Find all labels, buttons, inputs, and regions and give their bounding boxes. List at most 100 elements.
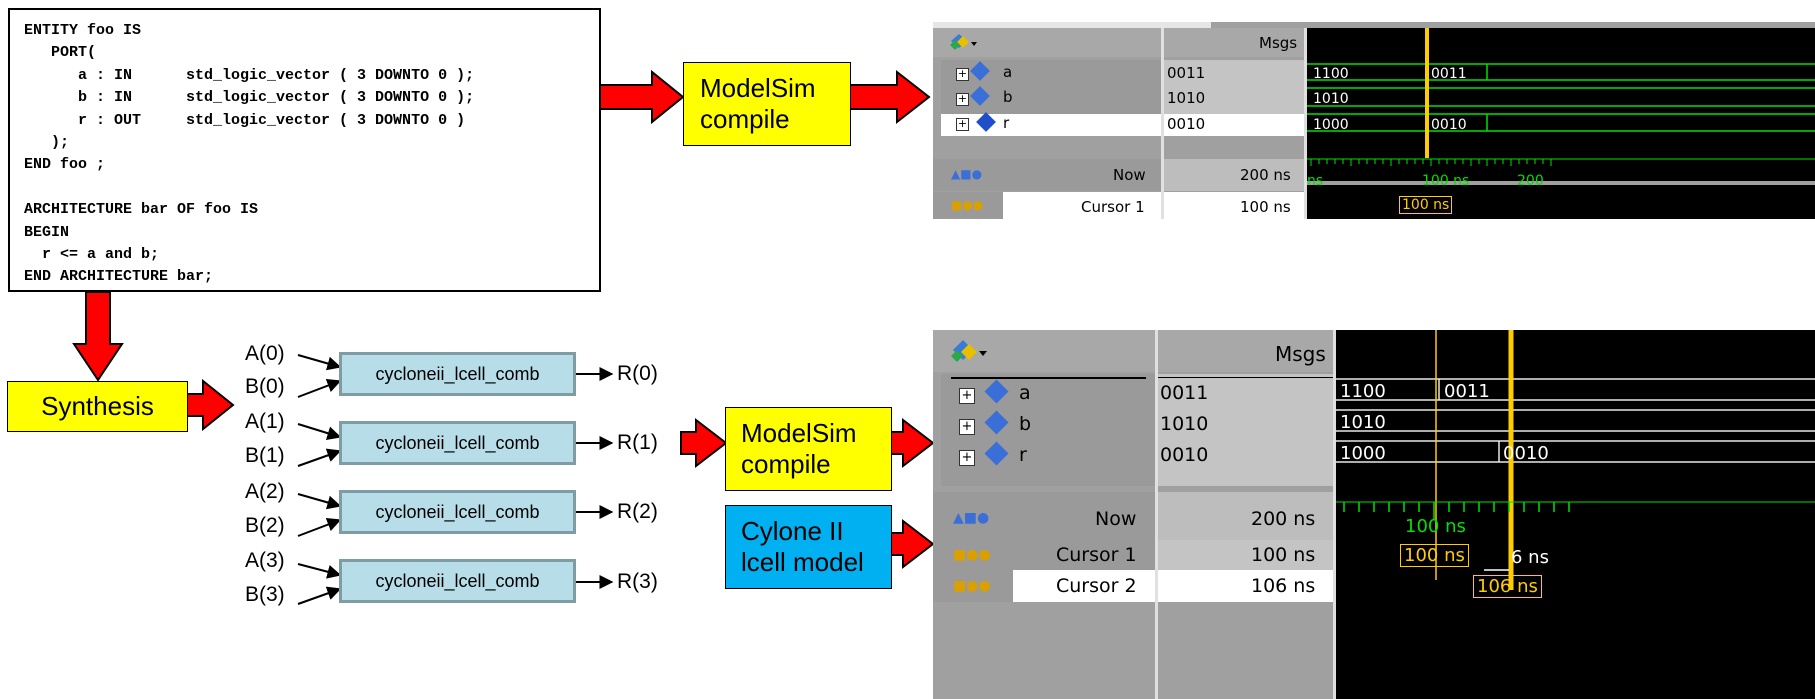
lock-icon[interactable]: ■●● — [953, 547, 991, 563]
time-tick: 200 — [1517, 173, 1544, 189]
code-line: a : IN std_logic_vector ( 3 DOWNTO 0 ); — [24, 66, 475, 84]
synthesis-box: Synthesis — [7, 381, 188, 432]
signal-arrows — [297, 354, 614, 605]
lcell-comb-2: cycloneii_lcell_comb — [339, 490, 576, 534]
cursor1-label: Cursor 1 — [1081, 198, 1145, 216]
code-line: END ARCHITECTURE bar; — [24, 268, 214, 286]
cursor1-label: Cursor 1 — [1056, 544, 1137, 566]
signal-name-r[interactable]: r — [1019, 444, 1027, 466]
arrow-code-to-modelsim — [599, 69, 685, 125]
signal-name-r[interactable]: r — [1003, 114, 1010, 132]
lcell-comb-3: cycloneii_lcell_comb — [339, 559, 576, 603]
box-label: compile — [700, 104, 790, 134]
modelsim-compile-box-bottom: ModelSim compile — [725, 407, 892, 491]
wave-value: 1100 — [1340, 381, 1386, 402]
cell-label: cycloneii_lcell_comb — [375, 432, 540, 453]
wave-window-top: Msgs + a 0011 + b 1010 + r 0010 1100 001… — [933, 22, 1815, 219]
code-line: b : IN std_logic_vector ( 3 DOWNTO 0 ); — [24, 89, 475, 107]
input-b0: B(0) — [245, 375, 285, 398]
code-line: ENTITY foo IS — [24, 22, 142, 39]
box-label: Synthesis — [41, 391, 154, 421]
lcell-comb-1: cycloneii_lcell_comb — [339, 421, 576, 465]
lock-icon[interactable]: ■●● — [951, 198, 984, 212]
expand-icon[interactable]: + — [959, 419, 975, 435]
cursor-delta: 6 ns — [1511, 547, 1549, 568]
signal-value-b: 1010 — [1160, 413, 1209, 435]
wave-area-bottom — [1336, 330, 1815, 699]
expand-icon[interactable]: + — [956, 67, 969, 81]
wave-traces-bottom — [1336, 330, 1815, 590]
box-label: compile — [741, 449, 831, 479]
wave-area-top — [1307, 28, 1815, 181]
box-label: Cylone II — [741, 516, 844, 546]
lock-icon[interactable]: ■●● — [953, 578, 991, 594]
code-line: r <= a and b; — [24, 246, 160, 264]
signal-value-b: 1010 — [1167, 89, 1206, 107]
code-line: END foo ; — [24, 156, 106, 174]
cursor-flag[interactable]: 100 ns — [1399, 196, 1453, 214]
expand-icon[interactable]: + — [956, 92, 969, 106]
wave-value: 1010 — [1340, 412, 1386, 433]
arrow-modelsim-to-wave — [849, 69, 931, 125]
cell-label: cycloneii_lcell_comb — [375, 363, 540, 384]
time-tick: 100 ns — [1422, 173, 1470, 189]
box-label: lcell model — [741, 547, 864, 577]
input-a3: A(3) — [245, 549, 285, 572]
wave-window-bottom: Msgs + a 0011 + b 1010 + r 0010 1100 001… — [933, 330, 1815, 699]
input-b2: B(2) — [245, 514, 285, 537]
input-b3: B(3) — [245, 583, 285, 606]
arrow-code-to-synthesis — [72, 291, 124, 382]
expand-icon[interactable]: + — [959, 450, 975, 466]
input-a0: A(0) — [245, 342, 285, 365]
output-r2: R(2) — [617, 500, 658, 523]
now-value: 200 ns — [1240, 166, 1291, 184]
code-line: PORT( — [24, 44, 97, 62]
code-line: r : OUT std_logic_vector ( 3 DOWNTO 0 ) — [24, 111, 466, 129]
time-tick: 100 ns — [1405, 516, 1466, 537]
cursor1-flag[interactable]: 100 ns — [1400, 544, 1469, 567]
msgs-header: Msgs — [1275, 342, 1326, 366]
wave-value: 0010 — [1503, 443, 1549, 464]
modelsim-compile-box-top: ModelSim compile — [683, 62, 851, 146]
output-r0: R(0) — [617, 362, 658, 385]
expand-icon[interactable]: + — [956, 117, 969, 131]
input-b1: B(1) — [245, 444, 285, 467]
signal-name-a[interactable]: a — [1003, 63, 1013, 81]
wave-tool-icons[interactable]: ▲■● — [951, 167, 983, 181]
wave-value: 1100 — [1313, 66, 1349, 82]
expand-icon[interactable]: + — [959, 388, 975, 404]
wave-value: 1010 — [1313, 91, 1349, 107]
cursor2-value: 106 ns — [1251, 575, 1316, 597]
vhdl-code-box: ENTITY foo IS PORT( a : IN std_logic_vec… — [8, 8, 601, 292]
vhdl-code: ENTITY foo IS PORT( a : IN std_logic_vec… — [10, 10, 599, 289]
cursor2-flag[interactable]: 106 ns — [1473, 575, 1542, 598]
arrow-cyclone-to-wave — [890, 518, 935, 570]
signal-name-b[interactable]: b — [1003, 88, 1013, 106]
signal-value-r: 0010 — [1167, 115, 1206, 133]
arrow-modelsim-to-wave-bottom — [890, 417, 935, 469]
input-a1: A(1) — [245, 410, 285, 433]
signal-name-b[interactable]: b — [1019, 413, 1032, 435]
signal-name-a[interactable]: a — [1019, 382, 1031, 404]
cursor1-value: 100 ns — [1240, 198, 1291, 216]
arrow-cells-to-modelsim — [680, 417, 728, 469]
cell-label: cycloneii_lcell_comb — [375, 570, 540, 591]
cursor1-value: 100 ns — [1251, 544, 1316, 566]
output-r1: R(1) — [617, 431, 658, 454]
wave-tool-icons[interactable]: ▲■● — [953, 510, 990, 526]
wave-tool-icon[interactable] — [949, 338, 987, 364]
code-line: BEGIN — [24, 223, 70, 241]
box-label: ModelSim — [741, 418, 857, 448]
now-label: Now — [1113, 166, 1146, 184]
msgs-header: Msgs — [1259, 34, 1298, 52]
wave-traces-top — [1307, 28, 1815, 166]
arrow-synthesis-to-cells — [186, 378, 235, 432]
signal-value-a: 0011 — [1160, 382, 1209, 404]
wave-value: 0011 — [1444, 381, 1490, 402]
output-r3: R(3) — [617, 570, 658, 593]
wave-value: 1000 — [1340, 443, 1386, 464]
wave-tool-icon[interactable] — [949, 32, 977, 52]
signal-value-r: 0010 — [1160, 444, 1209, 466]
cursor2-label: Cursor 2 — [1056, 575, 1137, 597]
